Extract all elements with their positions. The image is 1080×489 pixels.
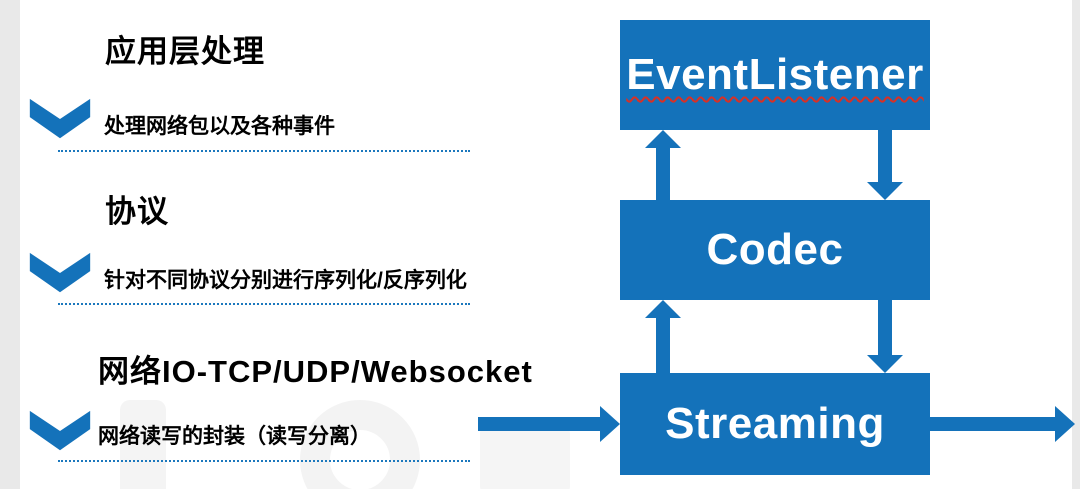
arrow-down-eventlistener-to-codec: [867, 130, 903, 200]
right-margin-strip: [1072, 0, 1080, 489]
arrow-inbound-to-streaming: [478, 406, 620, 442]
node-codec-label: Codec: [706, 225, 844, 274]
chevron-down-icon: [28, 408, 92, 454]
left-margin-strip: [0, 0, 20, 489]
section-title-application-layer: 应用层处理: [105, 34, 265, 69]
arrow-down-codec-to-streaming: [867, 300, 903, 373]
dotted-divider: [58, 150, 470, 152]
node-eventlistener: EventListener: [620, 20, 930, 130]
node-streaming: Streaming: [620, 373, 930, 475]
dotted-divider: [58, 460, 470, 462]
section-subtitle-application-layer: 处理网络包以及各种事件: [104, 115, 335, 138]
section-subtitle-network-io: 网络读写的封装（读写分离）: [98, 425, 371, 448]
chevron-down-icon: [28, 250, 92, 296]
node-codec: Codec: [620, 200, 930, 300]
dotted-divider: [58, 303, 470, 305]
arrow-up-codec-to-eventlistener: [645, 130, 681, 200]
chevron-down-icon: [28, 96, 92, 142]
node-eventlistener-label: EventListener: [626, 50, 924, 99]
section-title-network-io: 网络IO-TCP/UDP/Websocket: [98, 354, 533, 389]
section-subtitle-protocol: 针对不同协议分别进行序列化/反序列化: [104, 269, 467, 292]
node-streaming-label: Streaming: [665, 399, 885, 448]
section-title-protocol: 协议: [105, 194, 169, 229]
arrow-up-streaming-to-codec: [645, 300, 681, 373]
arrow-outbound-from-streaming: [930, 406, 1075, 442]
